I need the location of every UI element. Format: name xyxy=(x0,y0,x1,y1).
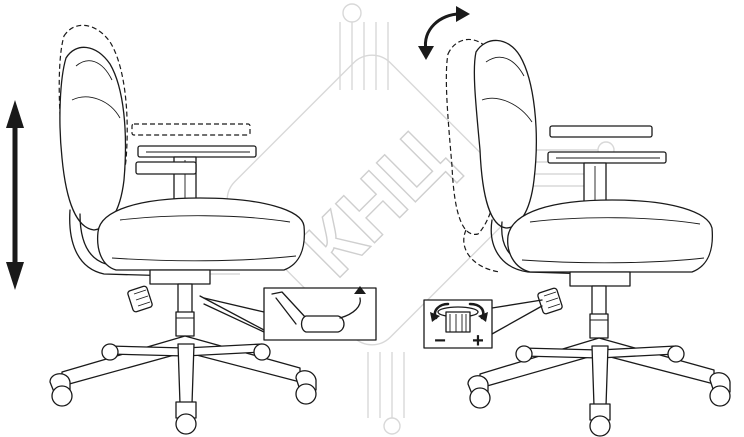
height-double-arrow-icon xyxy=(6,100,24,290)
left-caster-front-right xyxy=(295,370,317,405)
plus-sign: + xyxy=(472,330,484,352)
left-caster-front-left xyxy=(49,373,73,407)
gas-lever-inset xyxy=(203,286,377,341)
right-caster-rear-left xyxy=(515,345,533,363)
tension-knob-inset: − + xyxy=(423,299,543,352)
watermark-text: КНЦ xyxy=(285,113,465,293)
left-caster-front-center xyxy=(175,401,197,435)
right-caster-front-right xyxy=(709,372,731,407)
right-caster-rear-right xyxy=(667,345,685,363)
left-chair xyxy=(6,24,377,435)
right-chair: − + xyxy=(418,6,731,437)
left-caster-rear-left xyxy=(101,343,119,361)
right-caster-front-left xyxy=(467,375,491,409)
minus-sign: − xyxy=(434,330,446,352)
tilt-curved-arrow-icon xyxy=(418,6,470,60)
left-caster-rear-right xyxy=(253,343,271,361)
right-caster-front-center xyxy=(589,403,611,437)
